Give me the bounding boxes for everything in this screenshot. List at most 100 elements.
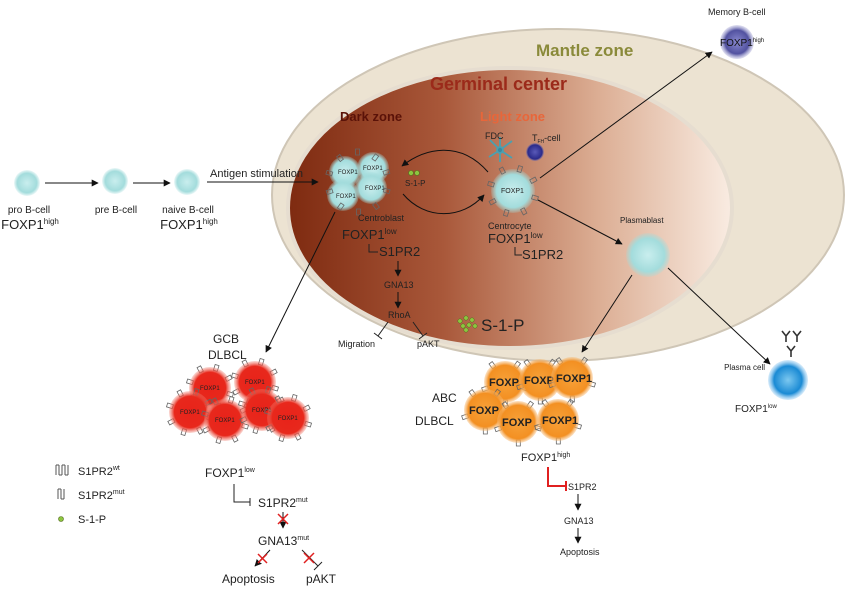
abc-cell-text: FOXP	[469, 405, 499, 417]
light-zone-label: Light zone	[480, 109, 545, 124]
s1p-big-label: S-1-P	[481, 316, 524, 335]
s1pr2-receptor-icon	[502, 209, 510, 217]
arrow-to-plasma-cell	[667, 267, 771, 365]
abc-gna13: GNA13	[564, 516, 594, 526]
centroblast-cell-text: FOXP1	[336, 194, 356, 200]
s1pr2-receptor-icon	[498, 166, 506, 175]
legend-label: S1PR2	[78, 490, 113, 502]
blocked-x-icon	[303, 552, 315, 564]
s1p-big-dots	[457, 315, 478, 333]
migration-label: Migration	[338, 339, 375, 349]
plasma-foxp1-level: low	[768, 404, 778, 410]
naive-b-foxp1: FOXP1	[160, 217, 203, 232]
gcb-foxp1-level: low	[244, 467, 255, 474]
centroblast-cell-text: FOXP1	[363, 166, 383, 172]
tfh-label: TFH-cell	[532, 133, 561, 145]
centroblast-s1pr2-link	[368, 244, 378, 253]
plasma-foxp1: FOXP1low	[735, 404, 777, 415]
gcb-apoptosis: Apoptosis	[222, 572, 275, 586]
centrocyte-foxp1: FOXP1low	[488, 231, 543, 246]
blocked-x-icon	[257, 553, 268, 564]
memory-foxp1-text: FOXP1	[720, 38, 753, 49]
s1pr2-receptor-icon	[531, 194, 539, 202]
gcb-label-line2: DLBCL	[208, 348, 247, 362]
s1pr2-receptor-icon	[336, 202, 345, 211]
centroblast-foxp1-text: FOXP1	[342, 227, 385, 242]
centrocyte-s1pr2-link	[514, 247, 522, 256]
naive-b-cell-label: naive B-cell	[162, 205, 214, 216]
s1pr2-receptor-icon	[382, 187, 391, 195]
gcb-foxp1: FOXP1low	[205, 466, 256, 480]
legend-sup: wt	[112, 465, 120, 472]
abc-cell-text: FOXP1	[542, 415, 578, 427]
gcb-cell-text: FOXP1	[252, 408, 272, 414]
arrow-centrocyte-to-centroblast	[401, 149, 489, 173]
abc-cell-text: FOXP	[489, 377, 519, 389]
tfh-cell	[526, 143, 544, 161]
plasmablast-cell	[626, 233, 670, 277]
gcb-cell-text: FOXP1	[278, 416, 298, 422]
abc-tumor-cell	[537, 399, 579, 441]
memory-b-cell-label: Memory B-cell	[708, 7, 766, 17]
legend-sup: mut	[113, 489, 125, 496]
s1pr2-receptor-icon	[325, 188, 334, 196]
gcb-cell-text: FOXP1	[180, 410, 200, 416]
legend: S1PR2wt S1PR2mut S-1-P	[55, 464, 125, 526]
plasma-cell-label: Plasma cell	[724, 363, 765, 372]
gcb-cell-text: FOXP1	[215, 418, 235, 424]
gcb-s1pr2-sup: mut	[296, 497, 308, 504]
s1pr2-receptor-icon	[372, 201, 380, 211]
abc-cell-text: FOXP	[524, 375, 554, 387]
centroblast-s1pr2: S1PR2	[379, 244, 420, 259]
s1pr2-receptor-icon	[382, 168, 391, 176]
centroblast-cell-text: FOXP1	[338, 170, 358, 176]
centrocyte-cell	[491, 169, 535, 213]
abc-tumor-cell	[497, 401, 539, 443]
gcb-cell-text: FOXP1	[245, 380, 265, 386]
s1pr2-receptor-icon	[529, 176, 538, 184]
arrow-to-memory	[539, 51, 713, 179]
memory-foxp1: FOXP1high	[720, 38, 764, 49]
inhibit-pakt	[412, 321, 428, 340]
abc-tumor-cell	[464, 389, 506, 431]
gcb-gna13-sup: mut	[297, 535, 309, 542]
s1p-dot-icon	[58, 516, 64, 522]
s1pr2-receptor-icon	[487, 180, 495, 188]
s1pr2-receptor-icon	[355, 148, 361, 156]
centroblast-label: Centroblast	[358, 213, 405, 223]
naive-b-foxp1-level: high	[203, 217, 218, 226]
naive-b-cell: naive B-cell FOXP1high	[160, 169, 218, 232]
gcb-tumor-cell	[169, 391, 211, 433]
pro-b-cell: pro B-cell FOXP1high	[1, 170, 59, 232]
s1pr2-wt-receptor-icon	[55, 464, 69, 476]
pro-b-foxp1: FOXP1	[1, 217, 44, 232]
abc-s1pr2: S1PR2	[568, 482, 597, 492]
centroblast-cluster: FOXP1 FOXP1 FOXP1 FOXP1	[325, 148, 391, 216]
gcb-tumor-cell	[204, 399, 246, 441]
pre-b-cell: pre B-cell	[95, 168, 137, 216]
legend-s1pr2-wt: S1PR2wt	[78, 465, 120, 478]
plasma-cell	[768, 360, 808, 400]
abc-tumor-cell	[551, 357, 593, 399]
gna13-label: GNA13	[384, 280, 414, 290]
arrow-to-gcb	[265, 211, 336, 353]
gcb-foxp1-text: FOXP1	[205, 466, 245, 480]
centrocyte-foxp1-level: low	[531, 231, 543, 240]
tfh-suffix: -cell	[544, 133, 561, 143]
germinal-center-label: Germinal center	[430, 74, 567, 94]
abc-inhibit-s1pr2	[547, 467, 567, 491]
centroblast-foxp1-level: low	[385, 227, 397, 236]
tfh-prefix: T	[532, 133, 538, 143]
blocked-x-icon	[277, 513, 289, 525]
abc-tumor-cell	[519, 359, 561, 401]
abc-label-line2: DLBCL	[415, 414, 454, 428]
abc-apoptosis: Apoptosis	[560, 547, 600, 557]
antibody-icons	[781, 330, 802, 357]
pro-b-cell-label: pro B-cell	[8, 205, 50, 216]
gcb-cell-text: FOXP1	[200, 386, 220, 392]
centrocyte-cell-text: FOXP1	[501, 188, 524, 195]
abc-cell-text: FOXP	[502, 417, 532, 429]
centrocyte-foxp1-text: FOXP1	[488, 231, 531, 246]
